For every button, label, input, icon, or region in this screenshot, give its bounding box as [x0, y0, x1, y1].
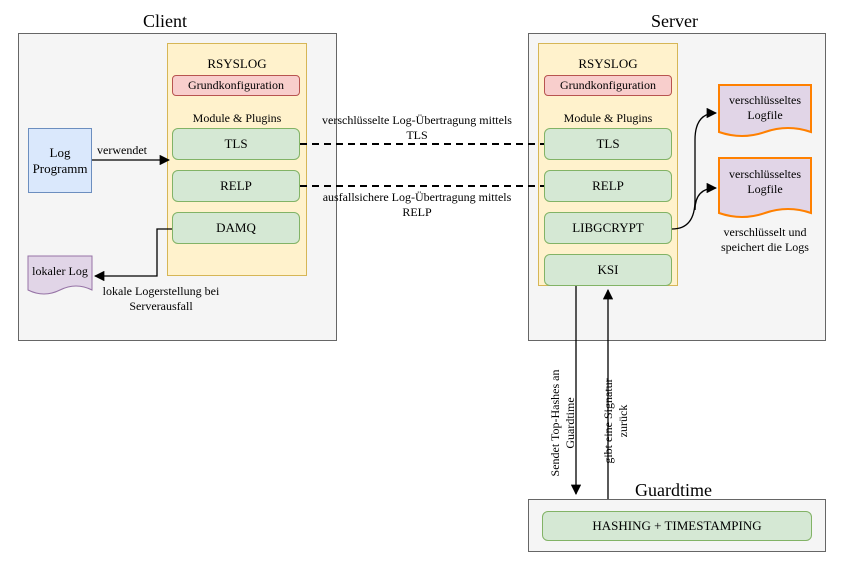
- uses-label: verwendet: [97, 143, 147, 157]
- client-module-damq: DAMQ: [172, 212, 300, 244]
- tls-link-label: verschlüsselte Log-Übertragung mittels T…: [322, 113, 512, 142]
- client-module-label: Module & Plugins: [192, 111, 282, 125]
- server-module-libgcrypt: LIBGCRYPT: [544, 212, 672, 244]
- libgcrypt-to-logfile-2: [694, 182, 718, 211]
- encrypt-note: verschlüsselt und speichert die Logs: [721, 225, 809, 254]
- server-module-ksi: KSI: [544, 254, 672, 286]
- server-module-tls: TLS: [544, 128, 672, 160]
- fallback-arrow: [93, 228, 172, 282]
- log-program-box: Log Programm: [28, 128, 92, 193]
- libgcrypt-to-logfile-1: [671, 107, 718, 230]
- encrypted-logfile-1: verschlüsseltes Logfile: [729, 93, 801, 122]
- server-title: Server: [651, 11, 698, 31]
- client-title: Client: [143, 11, 187, 31]
- server-rsyslog-label: RSYSLOG: [578, 56, 638, 71]
- hashing-timestamping-box: HASHING + TIMESTAMPING: [542, 511, 812, 541]
- client-rsyslog-label: RSYSLOG: [207, 56, 267, 71]
- local-log-label: lokaler Log: [32, 264, 88, 278]
- guardtime-title: Guardtime: [635, 480, 712, 500]
- local-log-note: lokale Logerstellung bei Serverausfall: [102, 284, 220, 313]
- client-module-tls: TLS: [172, 128, 300, 160]
- encrypted-logfile-2: verschlüsseltes Logfile: [729, 167, 801, 196]
- relp-link-label: ausfallsichere Log-Übertragung mittels R…: [322, 190, 512, 219]
- server-module-label: Module & Plugins: [563, 111, 653, 125]
- client-module-relp: RELP: [172, 170, 300, 202]
- client-grundkonfiguration: Grundkonfiguration: [172, 75, 300, 96]
- server-module-relp: RELP: [544, 170, 672, 202]
- server-grundkonfiguration: Grundkonfiguration: [544, 75, 672, 96]
